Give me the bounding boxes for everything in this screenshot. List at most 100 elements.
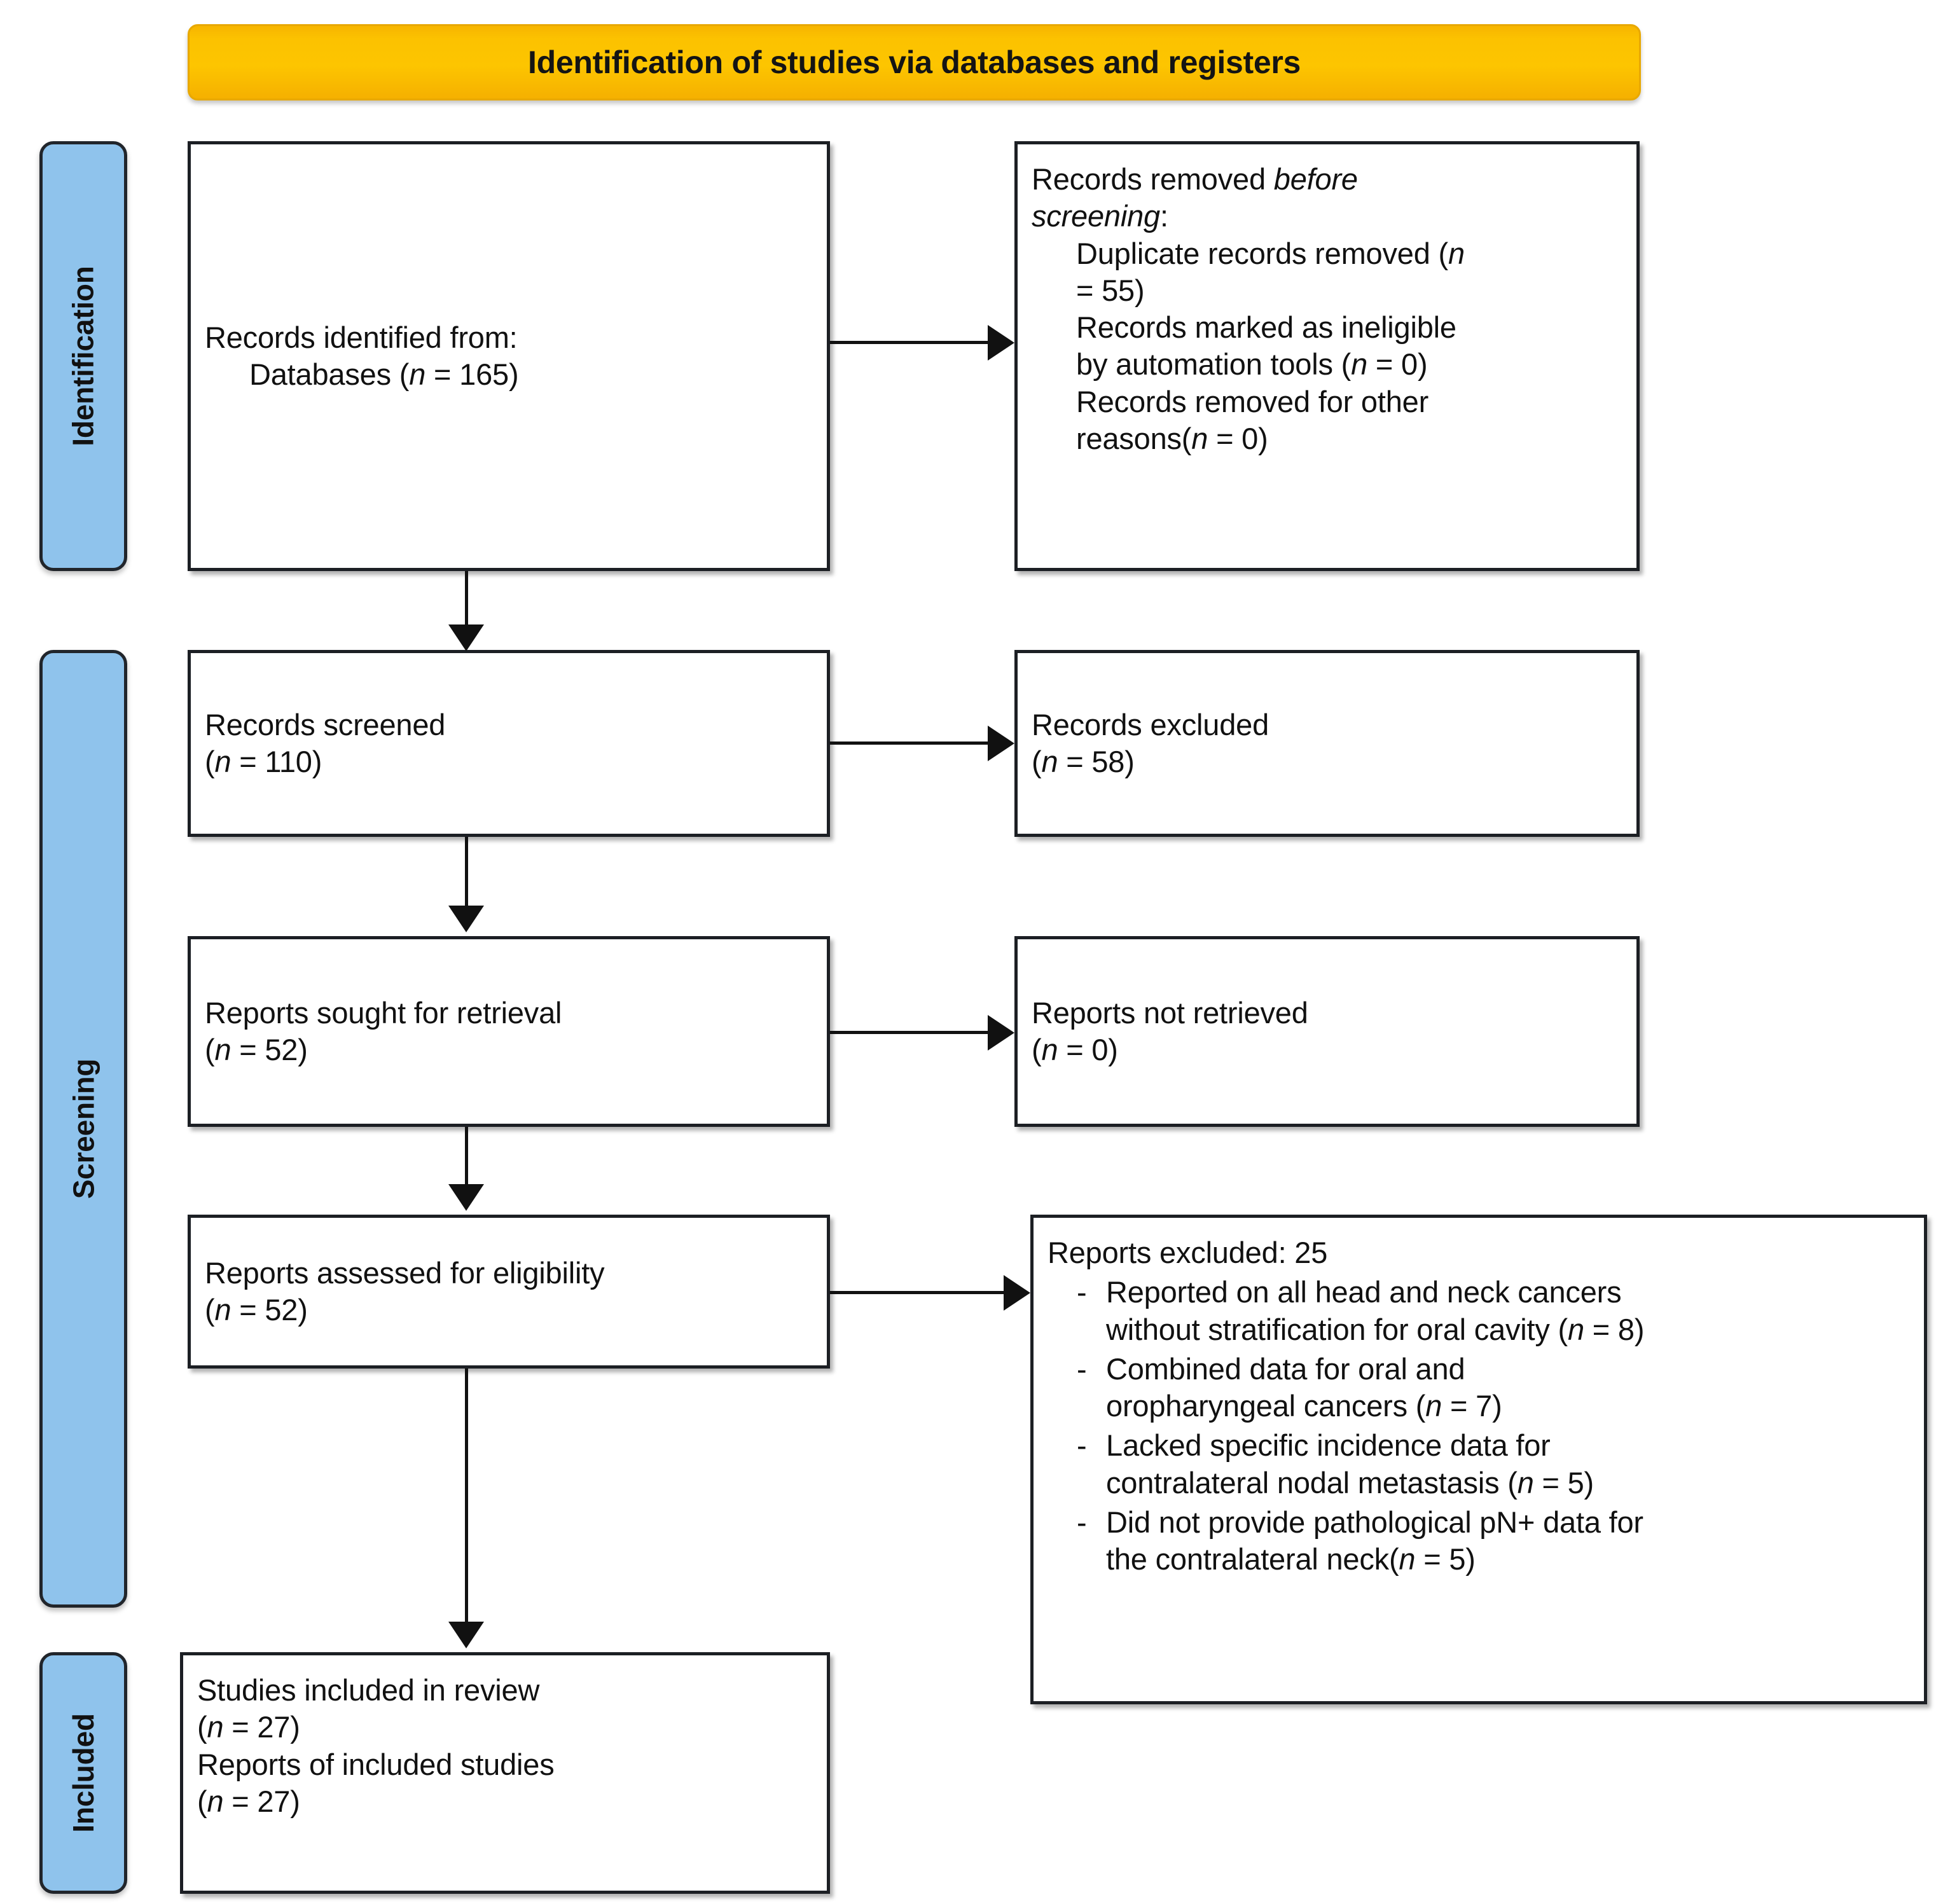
diagram-title: Identification of studies via databases … <box>527 45 1301 80</box>
bullet-dash-icon: - <box>1077 1351 1087 1386</box>
reports-excluded-reason-list: - Reported on all head and neck cancers … <box>1048 1271 1910 1578</box>
connector-screened-to-sought <box>465 837 468 907</box>
connector-sought-to-assessed <box>465 1127 468 1185</box>
reports-assessed-value: = 52) <box>231 1293 308 1327</box>
n-symbol: n <box>207 1784 224 1818</box>
bullet-dash-icon: - <box>1077 1505 1087 1539</box>
records-removed-heading-colon: : <box>1160 199 1168 233</box>
duplicate-records-line1: Duplicate records removed (n <box>1032 235 1622 272</box>
box-reports-not-retrieved: Reports not retrieved (n = 0) <box>1014 936 1640 1127</box>
reason-line2a: oropharyngeal cancers ( <box>1106 1389 1426 1423</box>
reason-value: = 5) <box>1415 1542 1476 1576</box>
n-symbol: n <box>207 1710 224 1744</box>
reason-text: Did not provide pathological pN+ data fo… <box>1106 1504 1910 1578</box>
stage-label-identification-text: Identification <box>67 266 100 446</box>
box-reports-assessed: Reports assessed for eligibility (n = 52… <box>188 1215 830 1369</box>
reports-assessed-count: (n = 52) <box>205 1292 813 1328</box>
other-reasons-label: reasons( <box>1076 421 1192 455</box>
ineligible-records-label: by automation tools ( <box>1076 347 1352 382</box>
box-records-excluded: Records excluded (n = 58) <box>1014 650 1640 837</box>
paren-open: ( <box>197 1710 207 1744</box>
records-excluded-label: Records excluded <box>1032 707 1269 742</box>
arrow-right-icon <box>988 1015 1014 1051</box>
records-identified-db-value: = 165) <box>425 357 519 391</box>
reason-line1: Did not provide pathological pN+ data fo… <box>1106 1505 1643 1539</box>
box-studies-included: Studies included in review (n = 27) Repo… <box>180 1652 830 1894</box>
connector-identified-to-removed <box>830 341 989 344</box>
n-symbol: n <box>214 745 232 778</box>
other-reasons-line2: reasons(n = 0) <box>1032 420 1622 457</box>
n-symbol: n <box>214 1033 232 1066</box>
other-reasons-line1: Records removed for other <box>1076 384 1429 418</box>
box-records-identified: Records identified from: Databases (n = … <box>188 141 830 571</box>
records-removed-heading-italic: before <box>1273 162 1358 196</box>
stage-label-identification: Identification <box>39 141 127 571</box>
connector-assessed-to-reportsexcluded <box>830 1291 1005 1294</box>
reason-line2a: without stratification for oral cavity ( <box>1106 1312 1568 1346</box>
n-symbol: n <box>409 357 426 391</box>
n-symbol: n <box>214 1293 232 1327</box>
n-symbol: n <box>1351 347 1368 382</box>
bullet-dash-icon: - <box>1077 1428 1087 1463</box>
reason-line1: Combined data for oral and <box>1106 1351 1465 1386</box>
reason-value: = 7) <box>1442 1389 1502 1423</box>
studies-included-label: Studies included in review <box>197 1673 540 1707</box>
reports-not-retrieved-value: = 0) <box>1058 1033 1118 1066</box>
n-symbol: n <box>1517 1465 1534 1500</box>
box-reports-excluded-reasons: Reports excluded: 25 - Reported on all h… <box>1030 1215 1927 1704</box>
paren-open: ( <box>205 1293 215 1327</box>
arrow-right-icon <box>1004 1275 1030 1311</box>
records-identified-db-prefix: Databases ( <box>249 357 410 391</box>
ineligible-records-line2: by automation tools (n = 0) <box>1032 346 1622 383</box>
reason-value: = 8) <box>1584 1312 1645 1346</box>
other-reasons-value: = 0) <box>1208 421 1268 455</box>
reason-text: Combined data for oral and oropharyngeal… <box>1106 1351 1910 1425</box>
reason-value: = 5) <box>1533 1465 1594 1500</box>
list-item: - Did not provide pathological pN+ data … <box>1048 1504 1910 1578</box>
reports-sought-label: Reports sought for retrieval <box>205 995 562 1030</box>
records-identified-line1: Records identified from: <box>205 320 518 354</box>
records-screened-value: = 110) <box>231 745 322 778</box>
reports-excluded-heading: Reports excluded: 25 <box>1048 1236 1328 1269</box>
connector-screened-to-excluded <box>830 742 989 745</box>
reason-line2a: contralateral nodal metastasis ( <box>1106 1465 1518 1500</box>
reports-sought-value: = 52) <box>231 1033 308 1066</box>
reports-sought-count: (n = 52) <box>205 1031 813 1068</box>
arrow-down-icon <box>448 1622 484 1648</box>
stage-label-included: Included <box>39 1652 127 1894</box>
arrow-right-icon <box>988 726 1014 761</box>
paren-open: ( <box>1032 1033 1042 1066</box>
list-item: - Reported on all head and neck cancers … <box>1048 1274 1910 1348</box>
records-identified-line2: Databases (n = 165) <box>205 356 813 393</box>
records-removed-heading-text: Records removed <box>1032 162 1274 196</box>
duplicate-records-line2: = 55) <box>1076 273 1145 307</box>
records-screened-count: (n = 110) <box>205 743 813 780</box>
reports-assessed-label: Reports assessed for eligibility <box>205 1255 605 1290</box>
reports-included-count: (n = 27) <box>197 1783 813 1820</box>
box-records-screened: Records screened (n = 110) <box>188 650 830 837</box>
box-records-removed-before-screening: Records removed before screening: Duplic… <box>1014 141 1640 571</box>
reports-included-value: = 27) <box>223 1784 300 1818</box>
records-excluded-value: = 58) <box>1058 745 1135 778</box>
connector-assessed-to-included <box>465 1369 468 1623</box>
list-item: - Combined data for oral and oropharynge… <box>1048 1351 1910 1425</box>
paren-open: ( <box>205 745 215 778</box>
n-symbol: n <box>1191 421 1208 455</box>
n-symbol: n <box>1568 1312 1584 1346</box>
list-item: - Lacked specific incidence data for con… <box>1048 1427 1910 1501</box>
reason-text: Lacked specific incidence data for contr… <box>1106 1427 1910 1501</box>
records-removed-heading-line2: screening: <box>1032 198 1622 235</box>
reason-line1: Reported on all head and neck cancers <box>1106 1275 1622 1309</box>
ineligible-records-line1: Records marked as ineligible <box>1076 310 1456 345</box>
ineligible-records-value: = 0) <box>1367 347 1428 382</box>
paren-open: ( <box>205 1033 215 1066</box>
arrow-down-icon <box>448 624 484 651</box>
reason-line2a: the contralateral neck( <box>1106 1542 1399 1576</box>
paren-open: ( <box>197 1784 207 1818</box>
reports-not-retrieved-count: (n = 0) <box>1032 1031 1622 1068</box>
studies-included-value: = 27) <box>223 1710 300 1744</box>
reports-included-label: Reports of included studies <box>197 1747 555 1781</box>
n-symbol: n <box>1399 1542 1416 1576</box>
records-screened-label: Records screened <box>205 707 446 742</box>
